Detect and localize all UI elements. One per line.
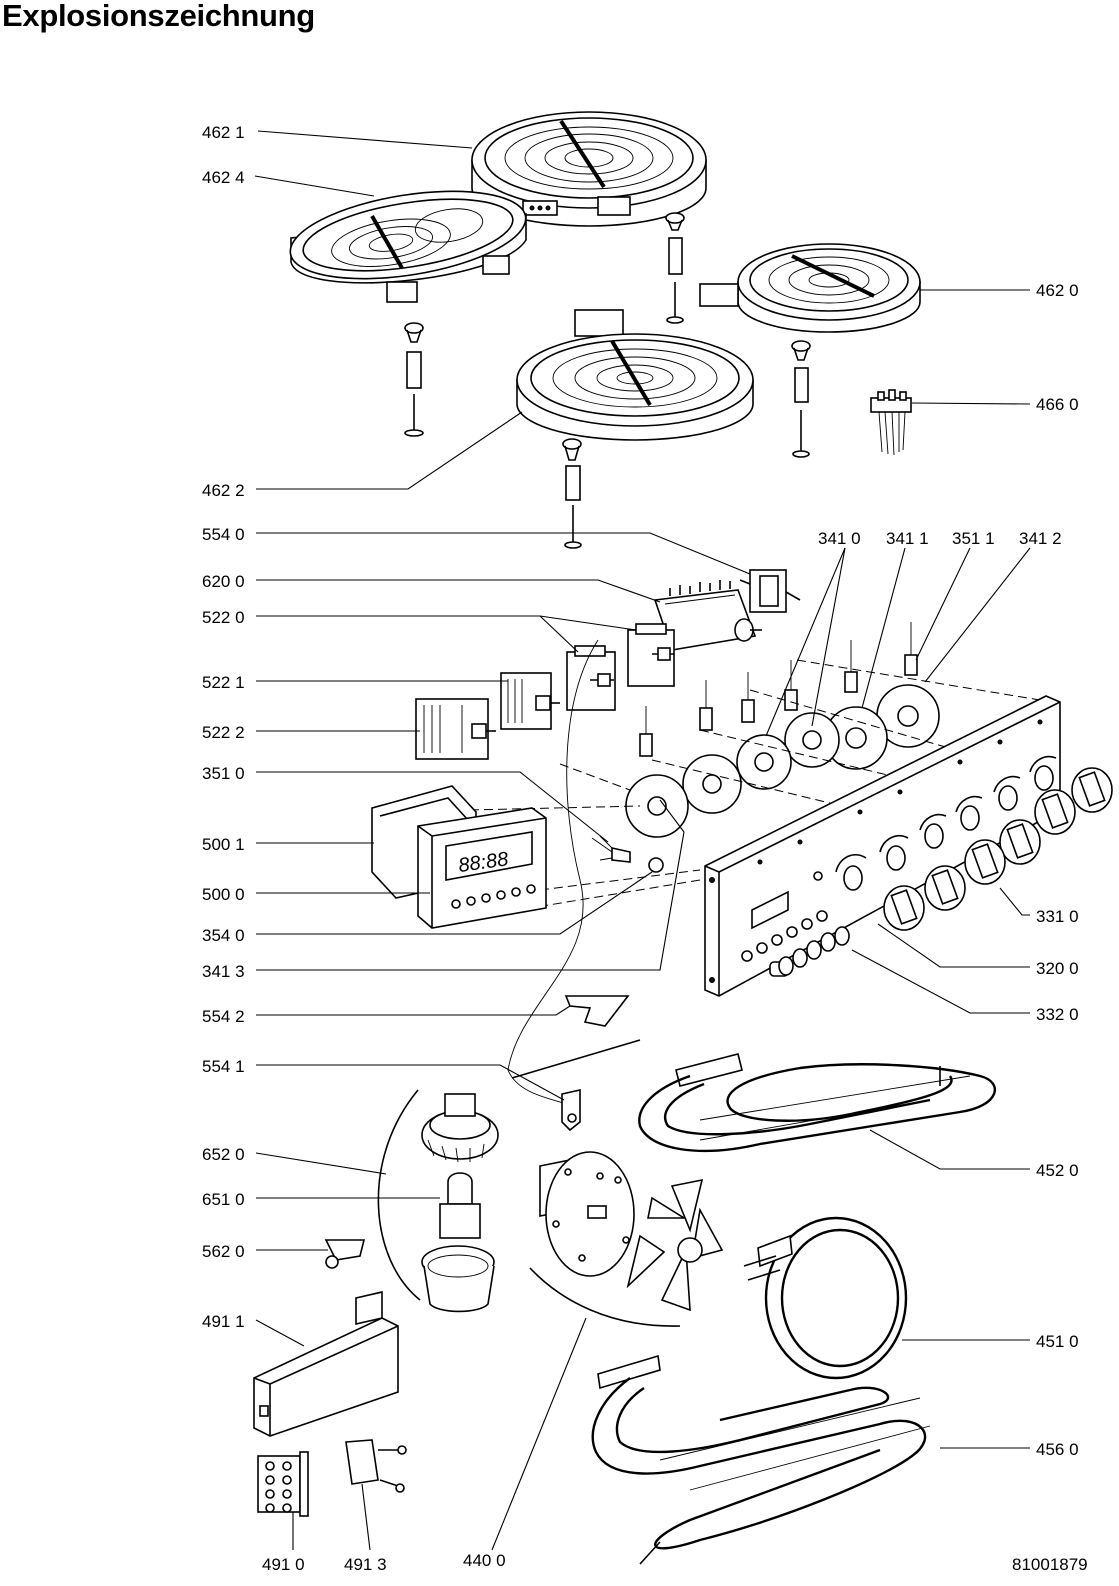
label-491-1: 491 1	[202, 1312, 245, 1331]
label-351-0: 351 0	[202, 764, 245, 783]
label-451-0: 451 0	[1036, 1332, 1079, 1351]
fixing-screw-set-3	[791, 340, 811, 458]
lamp-cover-glass	[421, 1245, 495, 1313]
label-651-0: 651 0	[202, 1190, 245, 1209]
label-522-0: 522 0	[202, 608, 245, 627]
grill-element-4520	[638, 1053, 997, 1153]
earth-clamp-4913	[345, 1439, 407, 1493]
mounting-bracket-4911	[253, 1290, 399, 1437]
label-331-0: 331 0	[1036, 907, 1079, 926]
label-562-0: 562 0	[202, 1242, 245, 1261]
label-620-0: 620 0	[202, 572, 245, 591]
fixing-screw-set-1	[665, 212, 685, 324]
drawing-number: 81001879	[1012, 1555, 1088, 1574]
hotplate-4624	[289, 190, 527, 303]
indicator-lamp-3540	[591, 835, 664, 873]
label-500-0: 500 0	[202, 885, 245, 904]
label-456-0: 456 0	[1036, 1440, 1079, 1459]
selector-switch-6200	[653, 580, 762, 651]
label-491-0: 491 0	[262, 1555, 305, 1574]
fan-impeller	[626, 1178, 724, 1312]
hotplate-4620	[699, 243, 921, 333]
fixing-screw-set-2	[404, 322, 424, 437]
sensor-bracket-5542	[564, 995, 630, 1027]
label-462-2: 462 2	[202, 481, 245, 500]
label-491-3: 491 3	[344, 1555, 387, 1574]
label-554-2: 554 2	[202, 1007, 245, 1026]
leader-lines	[254, 130, 1031, 1551]
label-341-3: 341 3	[202, 962, 245, 981]
sensor-5541	[511, 1039, 641, 1132]
part-labels: 462 1 462 4 462 0 466 0 462 2 554 0 341 …	[202, 123, 1088, 1574]
fixing-screw-set-4	[562, 438, 582, 549]
control-knobs-3310	[883, 767, 1113, 931]
label-341-0: 341 0	[818, 529, 861, 548]
lamp-group-bracket	[377, 1089, 421, 1301]
energy-regulator-5221	[500, 672, 560, 730]
label-452-0: 452 0	[1036, 1161, 1079, 1180]
hotplate-4621	[471, 111, 707, 227]
label-354-0: 354 0	[202, 926, 245, 945]
lamp-holder-6520	[421, 1093, 499, 1163]
control-panel-3200	[704, 695, 1061, 997]
bottom-element-4560	[591, 1354, 931, 1565]
label-332-0: 332 0	[1036, 1005, 1079, 1024]
label-500-1: 500 1	[202, 835, 245, 854]
pilot-lamps	[639, 622, 918, 757]
clip-5620	[324, 1239, 366, 1269]
label-341-1: 341 1	[886, 529, 929, 548]
terminal-connector-4660	[870, 389, 912, 456]
lamp-bulb-6510	[439, 1172, 481, 1239]
thermostat-5540	[739, 569, 801, 613]
circular-element-4510	[743, 1216, 908, 1380]
page-title: Explosionszeichnung	[2, 0, 315, 33]
label-554-0: 554 0	[202, 525, 245, 544]
label-466-0: 466 0	[1036, 395, 1079, 414]
label-652-0: 652 0	[202, 1145, 245, 1164]
label-462-1: 462 1	[202, 123, 245, 142]
label-320-0: 320 0	[1036, 959, 1079, 978]
fan-group-bracket	[529, 1267, 681, 1327]
hotplate-4622	[516, 309, 754, 441]
knob-discs	[625, 684, 940, 838]
label-522-1: 522 1	[202, 673, 245, 692]
label-522-2: 522 2	[202, 723, 245, 742]
energy-regulator-5220	[566, 623, 675, 711]
label-440-0: 440 0	[463, 1551, 506, 1570]
label-462-0: 462 0	[1036, 281, 1079, 300]
terminal-block-4910	[257, 1451, 309, 1517]
fan-motor-4400	[539, 1151, 635, 1277]
electronic-clock-5000: 88:88	[417, 807, 547, 929]
label-462-4: 462 4	[202, 168, 245, 187]
push-buttons-3320	[769, 926, 850, 977]
label-351-1: 351 1	[952, 529, 995, 548]
label-554-1: 554 1	[202, 1057, 245, 1076]
energy-regulator-5222	[415, 698, 496, 760]
wire	[507, 639, 599, 1111]
label-341-2: 341 2	[1019, 529, 1062, 548]
